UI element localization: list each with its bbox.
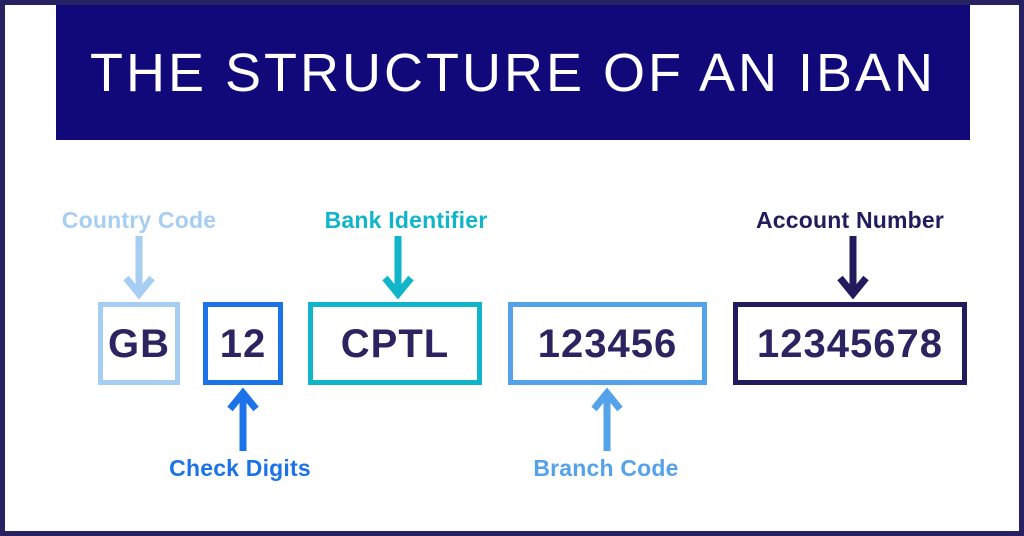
check-digits-box: 12 [203, 302, 283, 385]
bank-identifier-box: CPTL [308, 302, 482, 385]
branch-code-arrow-icon [590, 388, 624, 452]
account-number-arrow-icon [836, 235, 870, 299]
country-code-label: Country Code [61, 207, 217, 233]
country-code-arrow-icon [122, 235, 156, 299]
check-digits-label: Check Digits [169, 455, 311, 481]
bank-identifier-label: Bank Identifier [324, 207, 488, 233]
account-number-value: 12345678 [757, 321, 943, 366]
title-banner: THE STRUCTURE OF AN IBAN [56, 5, 970, 140]
branch-code-label: Branch Code [533, 455, 679, 481]
country-code-box: GB [98, 302, 180, 385]
country-code-value: GB [108, 321, 170, 366]
branch-code-box: 123456 [508, 302, 707, 385]
bank-identifier-value: CPTL [340, 321, 450, 366]
check-digits-arrow-icon [226, 388, 260, 452]
account-number-label: Account Number [755, 207, 945, 233]
branch-code-value: 123456 [537, 321, 678, 366]
page-title: THE STRUCTURE OF AN IBAN [89, 42, 937, 103]
account-number-box: 12345678 [733, 302, 967, 385]
bank-identifier-arrow-icon [381, 235, 415, 299]
check-digits-value: 12 [219, 321, 267, 366]
